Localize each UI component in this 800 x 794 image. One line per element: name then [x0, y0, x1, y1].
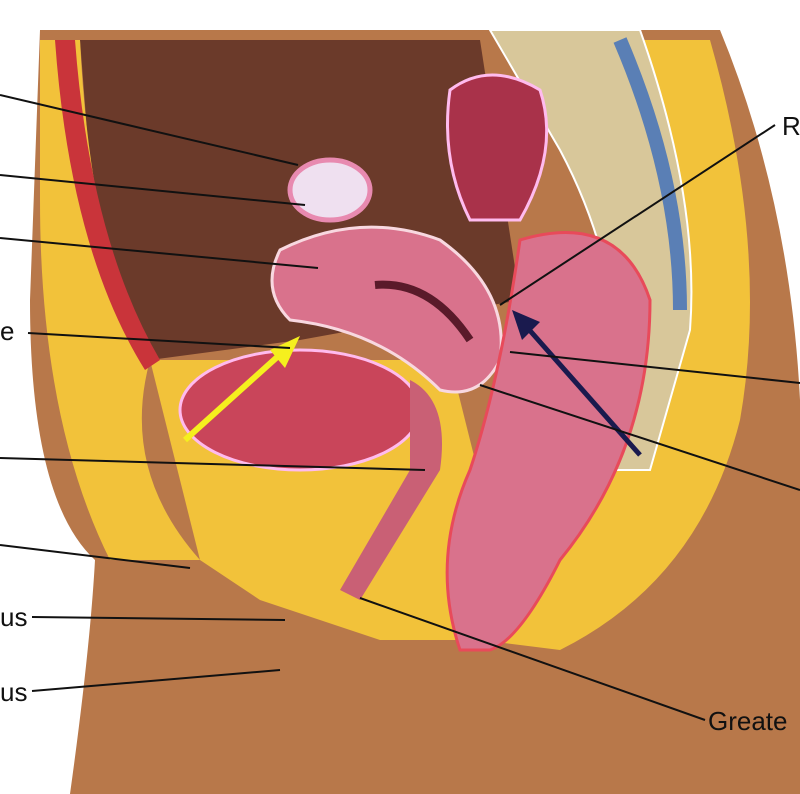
uterus [270, 225, 503, 394]
label-left-e: e [0, 316, 15, 346]
label-right-greate: Greate [708, 706, 788, 736]
vagina [340, 380, 442, 600]
label-left-us-2: us [0, 677, 28, 707]
label-right-r: R [782, 111, 800, 141]
uterine-cavity [374, 280, 474, 343]
yellow-arrow-head [270, 336, 300, 368]
label-left-us-1: us [0, 602, 28, 632]
rectum [445, 231, 652, 652]
rectus-muscle [55, 40, 160, 370]
yellow-arrow [182, 347, 288, 443]
navy-arrow-head [512, 310, 540, 340]
spinal-vessel [613, 37, 687, 311]
navy-arrow [523, 323, 642, 457]
sigmoid-colon [446, 73, 549, 222]
leader-lines [0, 94, 800, 721]
ovary [287, 157, 373, 223]
